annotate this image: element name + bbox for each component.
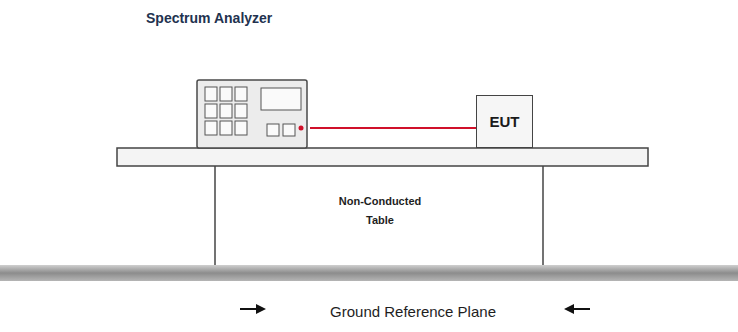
- table-leg: [542, 166, 544, 266]
- eut-box: EUT: [476, 95, 533, 148]
- table-leg: [214, 166, 216, 266]
- table-top: [117, 148, 648, 166]
- table-label: Non-Conducted Table: [335, 192, 425, 229]
- eut-label: EUT: [490, 113, 520, 130]
- device-label: Spectrum Analyzer: [146, 10, 272, 26]
- ground-plane: [0, 265, 738, 281]
- analyzer-drawing: [140, 5, 310, 150]
- spectrum-analyzer: Spectrum Analyzer: [140, 5, 310, 150]
- plane-label: Ground Reference Plane: [268, 299, 558, 325]
- signal-cable: [310, 128, 476, 129]
